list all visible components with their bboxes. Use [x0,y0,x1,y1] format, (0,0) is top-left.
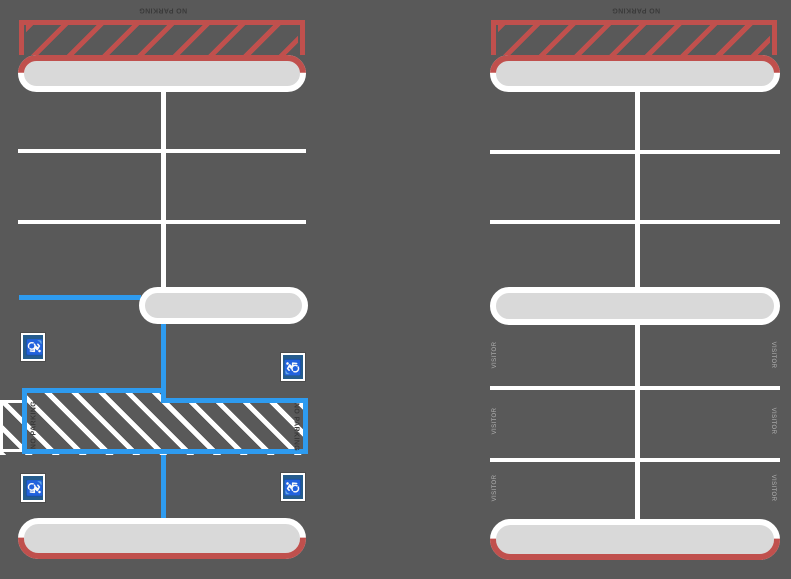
accessible-aisle-hatch: NO PARKING NO PARKING [0,386,312,456]
aisle-border [303,398,308,454]
curb-bar-right [772,20,777,55]
aisle-border [22,449,308,454]
no-parking-label-top: NO PARKING [138,6,188,14]
aisle-border [0,400,22,403]
curb-bar-right [300,20,305,55]
center-guide-line [635,322,640,520]
accessible-route-line [161,453,166,519]
visitor-label: VISITOR [492,407,498,435]
curb-bar-top [19,20,305,25]
center-guide-line [635,88,640,290]
lane-divider-line [18,149,306,153]
no-parking-curb-zone [491,20,777,55]
wheelchair-icon: ♿ [24,337,42,357]
lane-divider-line [490,150,780,154]
parking-island-top [18,55,306,92]
visitor-label: VISITOR [770,341,776,369]
no-parking-curb-zone [19,20,305,55]
red-curb [490,55,780,73]
aisle-border [161,388,166,403]
aisle-hatch-stripes [0,388,308,455]
parking-island-top [490,55,780,92]
aisle-border [161,398,308,403]
aisle-border [22,388,166,393]
parking-island-middle [490,287,780,325]
no-parking-label-top: NO PARKING [611,6,661,14]
lane-divider-line [490,386,780,390]
parking-island-bottom [18,518,306,559]
lane-divider-line [490,458,780,462]
accessible-parking-sign: ♿ [21,333,45,361]
accessible-route-line [161,322,166,390]
aisle-border [0,449,22,452]
wheelchair-icon: ♿ [284,477,302,497]
curb-hatch-stripes [498,25,770,55]
curb-bar-top [491,20,777,25]
red-curb [18,537,306,559]
curb-hatch-stripes [26,25,298,55]
wheelchair-icon: ♿ [284,357,302,377]
red-curb [18,55,306,73]
no-parking-label-aisle-right: NO PARKING [292,402,300,452]
aisle-border [0,400,3,452]
visitor-label: VISITOR [770,474,776,502]
accessible-parking-sign: ♿ [281,353,305,381]
accessible-parking-sign: ♿ [21,474,45,502]
curb-bar-left [19,20,24,55]
visitor-label: VISITOR [770,407,776,435]
visitor-label: VISITOR [492,341,498,369]
aisle-border [22,388,27,454]
lane-divider-line [18,220,306,224]
accessible-parking-sign: ♿ [281,473,305,501]
curb-bar-left [491,20,496,55]
red-curb [490,538,780,560]
no-parking-label-aisle-left: NO PARKING [30,400,38,450]
center-guide-line [161,88,166,292]
parking-island-bottom [490,519,780,560]
lane-divider-line [490,220,780,224]
accessible-route-line [19,295,141,300]
wheelchair-icon: ♿ [24,478,42,498]
visitor-label: VISITOR [492,474,498,502]
parking-island-middle [139,287,308,324]
